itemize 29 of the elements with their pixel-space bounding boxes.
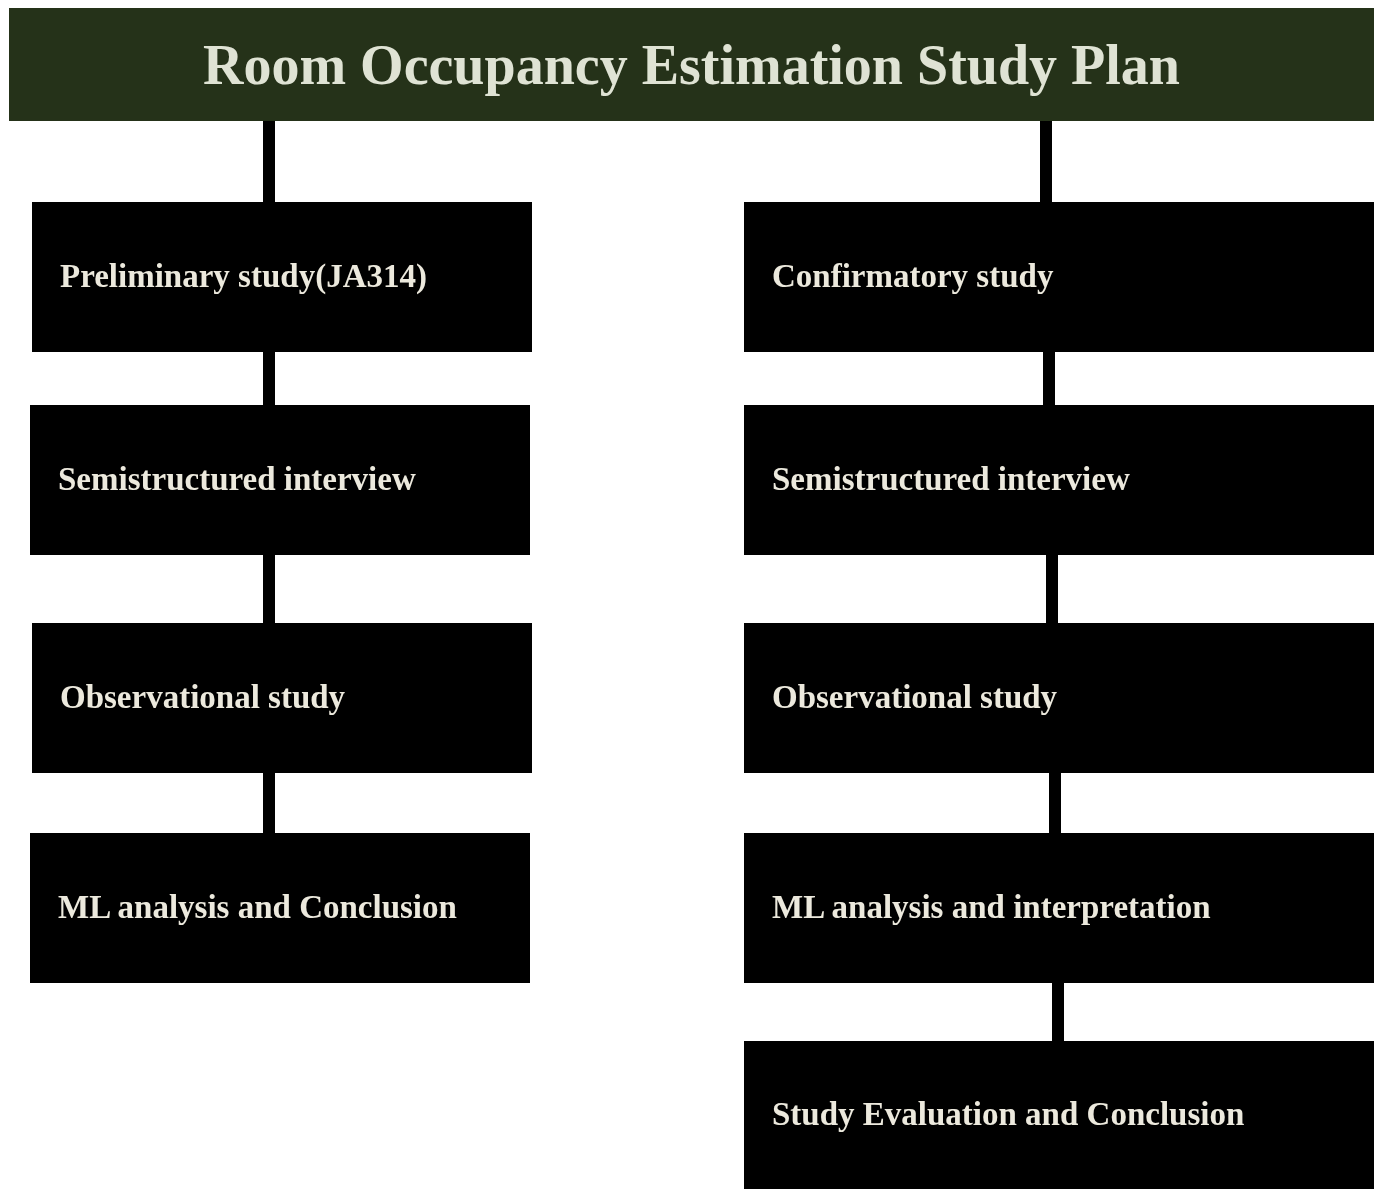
step-box — [30, 833, 530, 983]
step-label: Confirmatory study — [772, 257, 1054, 297]
connector-line — [1046, 555, 1058, 623]
step-box — [744, 623, 1374, 773]
step-label: Preliminary study(JA314) — [60, 257, 427, 297]
step-label: Observational study — [60, 678, 346, 718]
title-banner — [9, 8, 1374, 121]
connector-line — [263, 352, 275, 405]
step-box — [744, 405, 1374, 555]
step-label: ML analysis and interpretation — [772, 888, 1211, 928]
step-box — [744, 833, 1374, 983]
step-box — [32, 623, 532, 773]
connector-line — [263, 121, 275, 202]
connector-line — [1052, 983, 1064, 1041]
connector-line — [1043, 352, 1055, 405]
step-box — [744, 202, 1374, 352]
connector-line — [1040, 121, 1052, 202]
step-label: ML analysis and Conclusion — [58, 888, 457, 928]
step-box — [32, 202, 532, 352]
connector-line — [263, 555, 275, 623]
connector-line — [263, 773, 275, 833]
step-box — [30, 405, 530, 555]
title-text: Room Occupancy Estimation Study Plan — [203, 32, 1180, 98]
step-label: Semistructured interview — [58, 460, 416, 500]
connector-line — [1049, 773, 1061, 833]
step-box — [744, 1041, 1374, 1189]
step-label: Semistructured interview — [772, 460, 1130, 500]
step-label: Observational study — [772, 678, 1058, 718]
step-label: Study Evaluation and Conclusion — [772, 1095, 1245, 1135]
